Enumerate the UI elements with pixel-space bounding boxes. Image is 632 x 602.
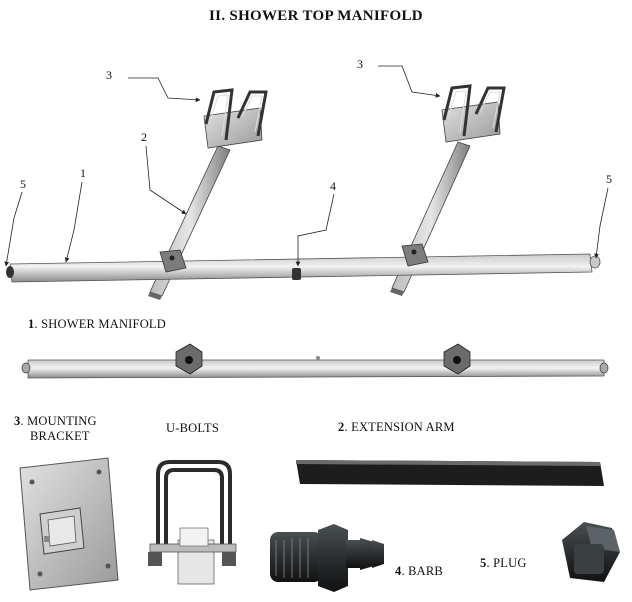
- callout-5-left: 5: [20, 177, 26, 191]
- manifold-pipe: [6, 253, 601, 283]
- diagram-title: II. SHOWER TOP MANIFOLD: [209, 8, 423, 24]
- label-barb: 4. BARB: [395, 564, 443, 578]
- extension-arm-part: [296, 460, 604, 486]
- barb-part: [270, 524, 384, 592]
- bracket-assembly-right: [441, 84, 506, 143]
- callout-5-right: 5: [606, 172, 612, 186]
- label-plug: 5. PLUG: [480, 556, 527, 570]
- plug-part: [562, 522, 620, 582]
- callout-1: 1: [80, 166, 86, 180]
- callout-2: 2: [141, 130, 147, 144]
- label-u-bolts: U-BOLTS: [166, 421, 220, 435]
- assembly-view: [4, 65, 609, 300]
- callout-3-right: 3: [357, 57, 363, 71]
- label-shower-manifold: 1. SHOWER MANIFOLD: [28, 317, 166, 331]
- label-mounting-bracket-line1: 3. MOUNTING: [14, 414, 97, 428]
- callout-4: 4: [330, 179, 336, 193]
- mounting-bracket-plate: [19, 457, 119, 591]
- label-extension-arm: 2. EXTENSION ARM: [338, 420, 455, 434]
- clamp-left: [159, 249, 187, 273]
- bracket-assembly-left: [203, 88, 268, 149]
- shower-manifold-part: [21, 343, 609, 379]
- label-mounting-bracket-line2: BRACKET: [30, 429, 90, 443]
- callout-3-left: 3: [106, 68, 112, 82]
- clamp-right: [401, 243, 429, 267]
- u-bolts-part: [148, 460, 237, 585]
- leader-lines: [4, 65, 609, 267]
